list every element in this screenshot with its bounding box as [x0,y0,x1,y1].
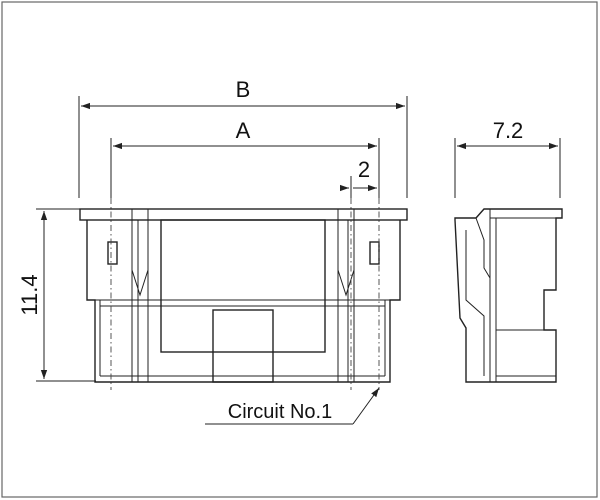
dimension-b-label: B [236,77,251,102]
dimension-a-label: A [236,118,251,143]
lock-window-right [369,241,380,265]
circuit-callout-label: Circuit No.1 [228,401,332,423]
dimension-height: 11.4 [17,208,96,382]
dimension-pitch-label: 2 [358,157,370,182]
front-view [79,198,408,390]
circuit-callout: Circuit No.1 [205,387,380,425]
lock-window-left [107,241,118,265]
dimension-depth-label: 7.2 [493,118,524,143]
dimension-b: B [78,77,408,198]
dimension-depth: 7.2 [454,118,561,198]
dimension-height-label: 11.4 [17,274,42,315]
dimension-pitch: 2 [340,157,377,198]
side-view [454,208,563,383]
dimension-a: A [110,118,380,198]
